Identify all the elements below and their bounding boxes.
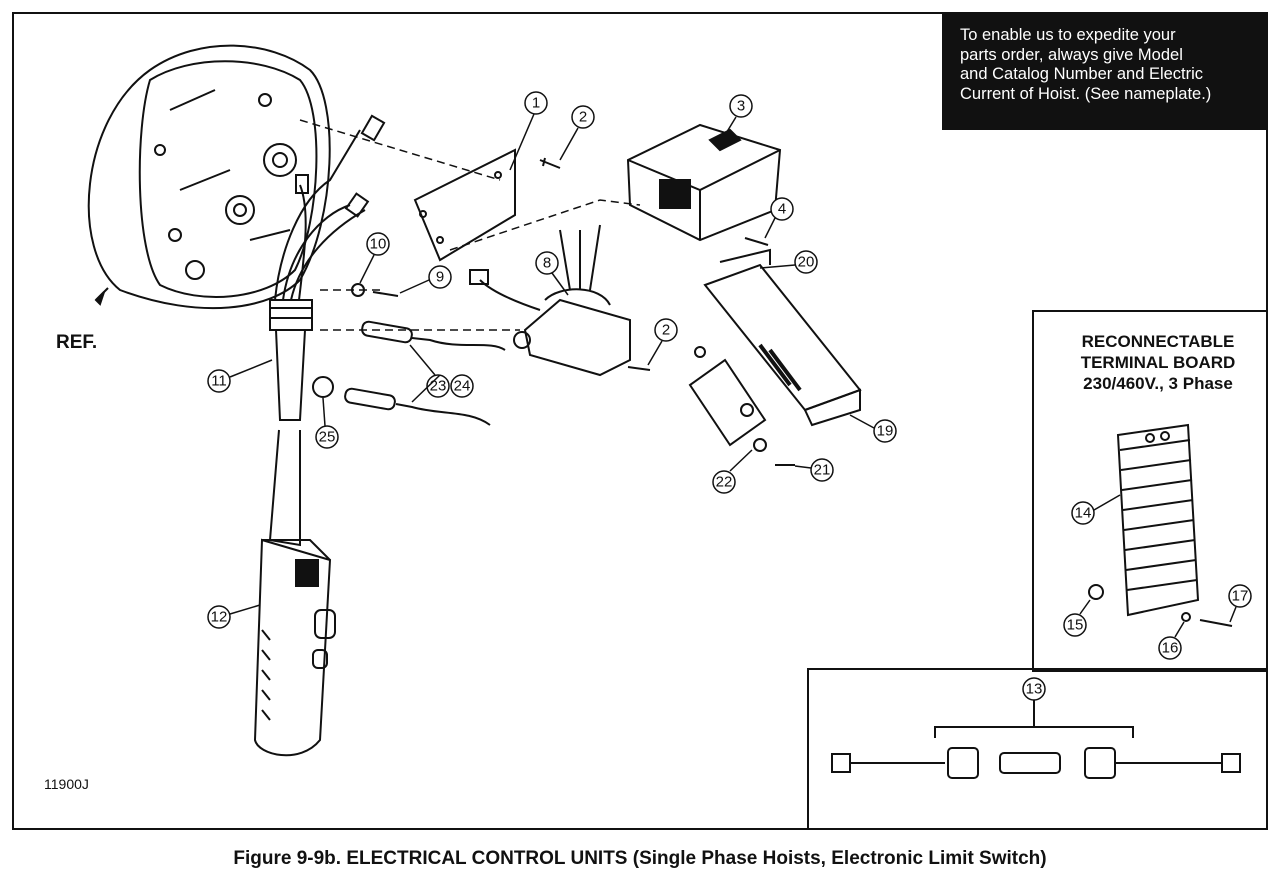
callout-4: 4 [778, 201, 786, 218]
callout-9: 9 [436, 269, 444, 286]
callout-12: 12 [211, 609, 228, 626]
pendant-control [253, 538, 336, 757]
wire-bundle [269, 114, 386, 331]
motor-housing-ref [87, 44, 331, 310]
callout-14: 14 [1075, 505, 1092, 522]
callouts [207, 91, 1252, 701]
callout-1: 1 [532, 95, 540, 112]
terminal-title-line: 230/460V., 3 Phase [1083, 374, 1233, 393]
ref-label: REF. [56, 332, 98, 353]
callout-2b: 2 [662, 322, 670, 339]
limit-switch-module [688, 248, 862, 447]
contactor [626, 123, 782, 242]
notice-line: parts order, always give Model [960, 45, 1183, 64]
callout-20: 20 [798, 254, 815, 271]
callout-8: 8 [543, 255, 551, 272]
screws [351, 157, 795, 466]
callout-labels: 1 2 3 4 8 10 9 2 20 11 23 24 25 19 22 21… [211, 95, 1249, 698]
callout-24: 24 [454, 378, 471, 395]
callout-16: 16 [1162, 640, 1179, 657]
terminal-board-title: RECONNECTABLE TERMINAL BOARD 230/460V., … [1050, 331, 1266, 394]
callout-23: 23 [430, 378, 447, 395]
callout-22: 22 [716, 474, 733, 491]
callout-11: 11 [211, 373, 227, 390]
terminal-board [1088, 423, 1233, 627]
figure-caption: Figure 9-9b. ELECTRICAL CONTROL UNITS (S… [233, 848, 1047, 869]
callout-2: 2 [579, 109, 587, 126]
notice-line: To enable us to expedite your [960, 26, 1176, 44]
diagram-frame [12, 12, 1268, 830]
callout-10: 10 [370, 236, 387, 253]
assembly-lines [299, 119, 641, 331]
transformer [469, 224, 631, 377]
fuse-assembly [831, 700, 1241, 779]
terminal-board-inset [1032, 310, 1268, 672]
callout-19: 19 [877, 423, 894, 440]
terminal-title-line: RECONNECTABLE [1081, 332, 1235, 351]
callout-3: 3 [737, 98, 745, 115]
sensors [312, 320, 506, 426]
notice-line: Current of Hoist. (See nameplate.) [960, 84, 1212, 103]
terminal-title-line: TERMINAL BOARD [1080, 353, 1236, 372]
pendant-cable [268, 329, 306, 547]
callout-13: 13 [1026, 681, 1043, 698]
parts-order-notice: To enable us to expedite your parts orde… [942, 14, 1266, 130]
drawing-number: 11900J [44, 776, 89, 792]
callout-21: 21 [814, 462, 831, 479]
notice-line: and Catalog Number and Electric [960, 65, 1204, 83]
callout-15: 15 [1067, 617, 1084, 634]
callout-17: 17 [1232, 588, 1249, 605]
fuse-assembly-inset [807, 668, 1268, 830]
panel-plate [413, 148, 516, 262]
callout-25: 25 [319, 429, 336, 446]
